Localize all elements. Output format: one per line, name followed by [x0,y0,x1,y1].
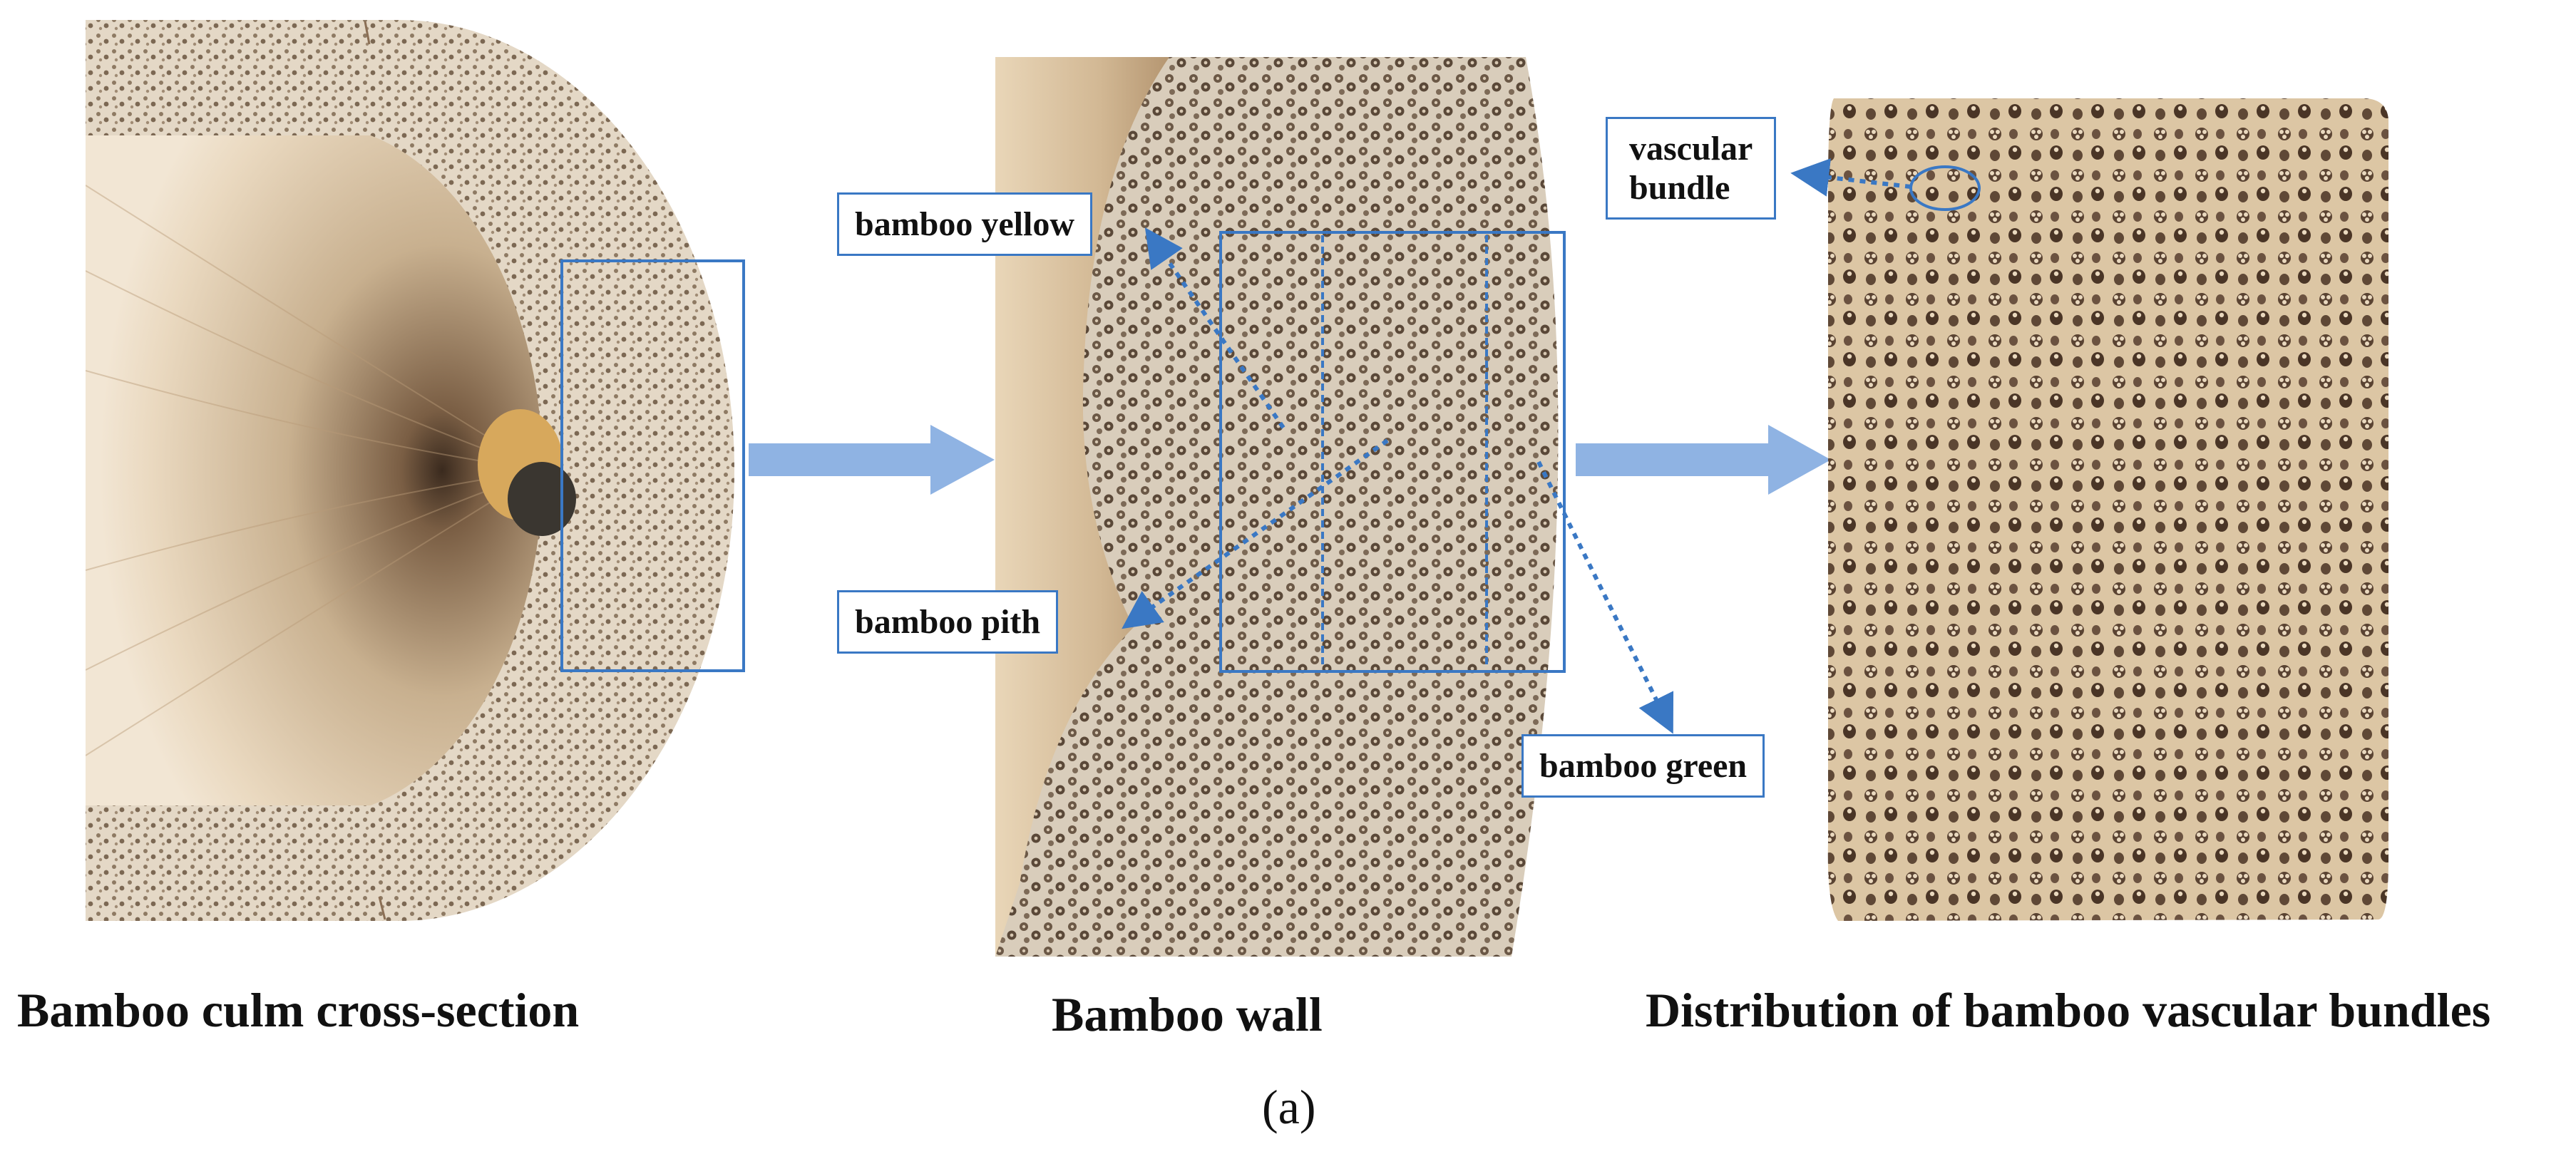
caption-culm-cross-section: Bamboo culm cross-section [17,983,580,1037]
vascular-bundles-image [1827,98,2388,921]
leader-bamboo-pith [1122,438,1389,629]
flow-arrow-2 [1576,425,1831,495]
leader-bamboo-green [1536,460,1674,734]
leader-vascular-bundle [1790,158,1912,197]
label-bamboo-pith: bamboo pith [837,590,1059,654]
label-vascular-bundle: vascular bundle [1606,117,1777,220]
vascular-bundle-highlight [1909,165,1981,211]
leader-bamboo-yellow [1144,227,1286,429]
flow-arrow-1 [749,425,995,495]
culm-zoom-box [560,259,745,672]
label-bamboo-yellow: bamboo yellow [837,192,1093,257]
label-bamboo-green: bamboo green [1522,734,1765,798]
caption-vascular-bundles: Distribution of bamboo vascular bundles [1646,983,2491,1037]
label-vascular-bundle-line2: bundle [1629,169,1730,207]
wall-zoom-box [1219,231,1566,673]
culm-cross-section-image [86,20,734,921]
figure-label: (a) [1262,1080,1316,1134]
label-vascular-bundle-line1: vascular [1629,130,1753,168]
caption-bamboo-wall: Bamboo wall [1052,987,1323,1041]
bamboo-wall-image [995,57,1566,957]
